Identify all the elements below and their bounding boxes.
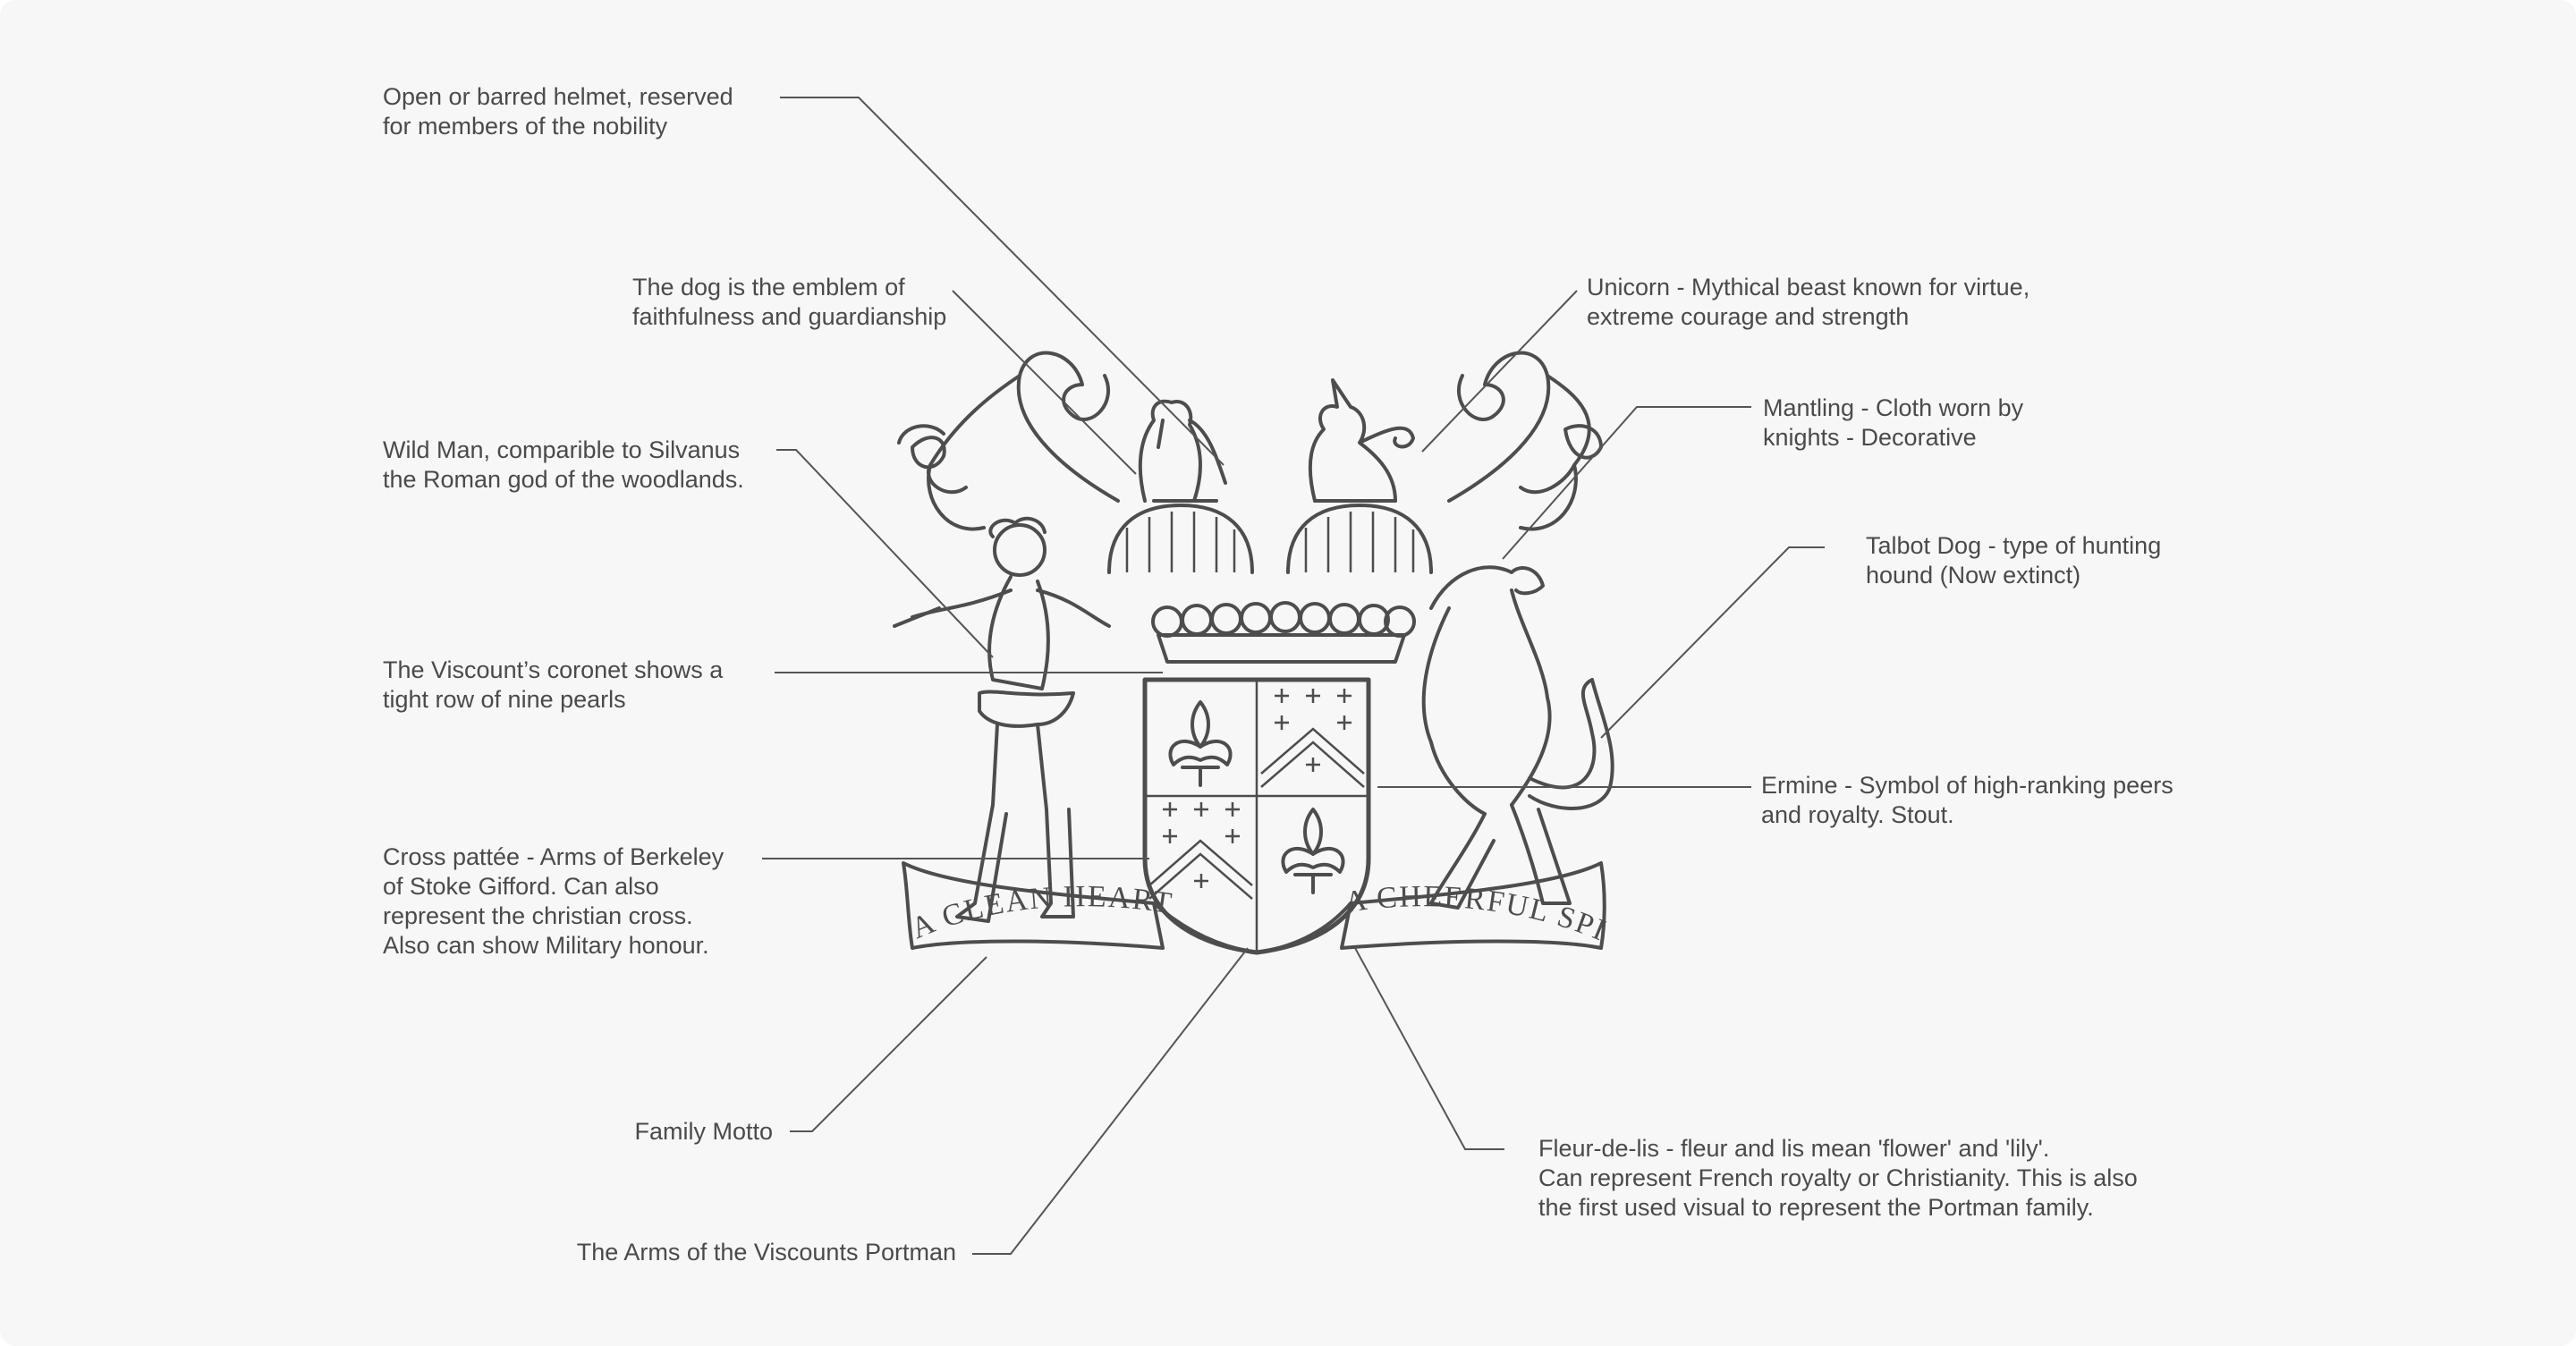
label-wildman-line-2: the Roman god of the woodlands. xyxy=(383,466,744,493)
leader-unicorn xyxy=(1421,290,1578,453)
label-arms: The Arms of the Viscounts Portman xyxy=(577,1238,956,1267)
crest-dog xyxy=(1138,399,1227,503)
label-ermine-line-2: and royalty. Stout. xyxy=(1761,801,1954,828)
label-helmet-line-2: for members of the nobility xyxy=(383,113,668,140)
label-mantling: Mantling - Cloth worn by knights - Decor… xyxy=(1763,394,2023,453)
shield xyxy=(1142,677,1371,955)
label-cross-line-1: Cross pattée - Arms of Berkeley xyxy=(383,843,724,870)
label-unicorn-line-1: Unicorn - Mythical beast known for virtu… xyxy=(1587,274,2030,301)
label-fleur-line-2: Can represent French royalty or Christia… xyxy=(1538,1164,2138,1191)
label-dog-line-2: faithfulness and guardianship xyxy=(632,303,947,330)
label-unicorn: Unicorn - Mythical beast known for virtu… xyxy=(1587,273,2029,332)
label-wildman: Wild Man, comparible to Silvanus the Rom… xyxy=(383,436,744,495)
leader-lines xyxy=(762,97,1825,1255)
label-talbot-line-2: hound (Now extinct) xyxy=(1866,562,2081,588)
label-helmet: Open or barred helmet, reserved for memb… xyxy=(383,82,733,141)
talbot-dog-supporter xyxy=(1421,565,1614,910)
leader-mantling xyxy=(1502,406,1751,560)
leader-arms xyxy=(972,947,1249,1255)
label-mantling-line-1: Mantling - Cloth worn by xyxy=(1763,394,2024,421)
label-ermine: Ermine - Symbol of high-ranking peers an… xyxy=(1761,771,2174,830)
leader-dog xyxy=(952,290,1137,475)
label-unicorn-line-2: extreme courage and strength xyxy=(1587,303,1910,330)
leader-talbot xyxy=(1600,546,1825,739)
helmets xyxy=(1107,504,1433,574)
mantling-right xyxy=(1447,351,1603,531)
viscount-coronet xyxy=(1151,601,1416,664)
leader-helmet xyxy=(780,97,1224,466)
coat-of-arms-illustration: A CLEAN HEART AND A CHEERFUL SPIRIT xyxy=(0,0,1614,955)
label-cross: Cross pattée - Arms of Berkeley of Stoke… xyxy=(383,842,724,961)
crest-unicorn xyxy=(1308,378,1415,503)
label-ermine-line-1: Ermine - Symbol of high-ranking peers xyxy=(1761,772,2174,799)
label-dog-line-1: The dog is the emblem of xyxy=(632,274,905,301)
label-mantling-line-2: knights - Decorative xyxy=(1763,424,1977,451)
label-coronet-line-2: tight row of nine pearls xyxy=(383,686,626,713)
label-cross-line-3: represent the christian cross. xyxy=(383,902,693,929)
label-dog: The dog is the emblem of faithfulness an… xyxy=(632,273,946,332)
label-fleur-line-1: Fleur-de-lis - fleur and lis mean 'flowe… xyxy=(1538,1135,2050,1162)
leader-wildman xyxy=(776,449,994,658)
label-talbot: Talbot Dog - type of hunting hound (Now … xyxy=(1866,531,2161,590)
wild-man-supporter xyxy=(893,516,1111,923)
label-helmet-line-1: Open or barred helmet, reserved xyxy=(383,83,733,110)
leader-motto xyxy=(790,956,987,1132)
label-arms-line-1: The Arms of the Viscounts Portman xyxy=(576,1239,956,1266)
label-fleur: Fleur-de-lis - fleur and lis mean 'flowe… xyxy=(1538,1134,2138,1223)
label-family-motto-line-1: Family Motto xyxy=(634,1118,773,1145)
label-coronet: The Viscount’s coronet shows a tight row… xyxy=(383,656,723,715)
label-family-motto: Family Motto xyxy=(634,1117,773,1147)
mantling-left xyxy=(897,351,1120,531)
leader-fleur xyxy=(1354,947,1504,1150)
label-coronet-line-1: The Viscount’s coronet shows a xyxy=(383,656,724,683)
label-fleur-line-3: the first used visual to represent the P… xyxy=(1538,1194,2094,1221)
label-cross-line-2: of Stoke Gifford. Can also xyxy=(383,873,659,900)
label-talbot-line-1: Talbot Dog - type of hunting xyxy=(1866,532,2162,559)
label-wildman-line-1: Wild Man, comparible to Silvanus xyxy=(383,436,741,463)
label-cross-line-4: Also can show Military honour. xyxy=(383,932,709,959)
